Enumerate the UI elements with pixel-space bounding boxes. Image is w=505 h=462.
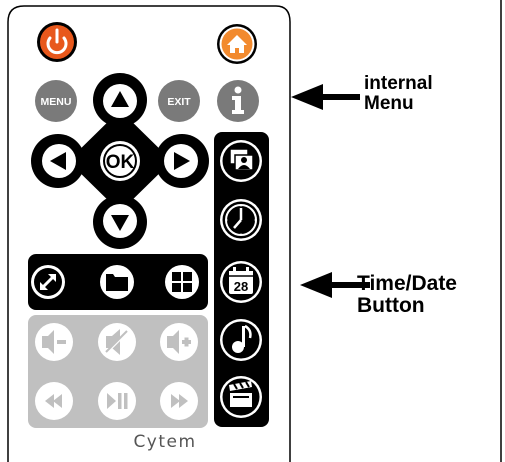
home-button[interactable]	[217, 24, 257, 64]
brand-logo-text: Cytem	[133, 432, 196, 452]
power-button[interactable]	[37, 22, 77, 62]
fast-forward-icon	[171, 394, 188, 408]
fullscreen-button[interactable]	[31, 265, 65, 299]
clapperboard-icon	[229, 381, 252, 407]
menu-annotation-arrow	[291, 84, 360, 110]
play-pause-icon	[107, 393, 128, 409]
info-button[interactable]	[217, 80, 259, 122]
power-icon	[46, 28, 68, 55]
ok-button[interactable]: OK	[100, 141, 140, 181]
calendar-day: 28	[234, 279, 248, 294]
time-date-annotation-line2: Button	[357, 294, 425, 318]
grid-button[interactable]	[165, 265, 199, 299]
time-date-annotation: Time/Date Button	[357, 272, 457, 318]
volume-up-button[interactable]	[160, 323, 198, 361]
clock-icon	[225, 204, 257, 236]
menu-button[interactable]: MENU	[35, 80, 77, 122]
info-icon	[232, 86, 244, 114]
right-button[interactable]	[164, 144, 198, 178]
play-pause-button[interactable]	[98, 382, 136, 420]
speaker-plus-icon	[167, 330, 191, 354]
menu-annotation-line1: internal	[364, 73, 433, 94]
menu-annotation: internal Menu	[364, 74, 433, 114]
menu-annotation-line2: Menu	[364, 92, 414, 114]
up-button[interactable]	[103, 84, 137, 118]
fast-forward-button[interactable]	[160, 382, 198, 420]
speaker-minus-icon	[42, 330, 66, 354]
triangle-down-icon	[111, 215, 129, 231]
down-button[interactable]	[103, 204, 137, 238]
triangle-up-icon	[111, 91, 129, 107]
triangle-left-icon	[50, 152, 66, 170]
ok-button-label: OK	[106, 152, 135, 173]
time-date-annotation-arrow	[300, 272, 370, 298]
video-button[interactable]	[220, 376, 262, 418]
photos-icon	[229, 148, 254, 171]
speaker-muted-icon	[103, 329, 130, 356]
time-date-annotation-line1: Time/Date	[357, 272, 457, 295]
clock-button[interactable]	[220, 199, 262, 241]
diagonal-arrows-icon	[34, 268, 62, 296]
home-icon	[227, 35, 247, 53]
menu-button-label: MENU	[41, 96, 72, 108]
music-button[interactable]	[220, 319, 262, 361]
rewind-icon	[45, 394, 62, 408]
triangle-right-icon	[174, 152, 190, 170]
grid-icon	[172, 272, 192, 292]
exit-button-label: EXIT	[167, 96, 191, 108]
volume-down-button[interactable]	[35, 323, 73, 361]
exit-button[interactable]: EXIT	[158, 80, 200, 122]
music-note-icon	[232, 324, 252, 353]
rewind-button[interactable]	[35, 382, 73, 420]
mute-button[interactable]	[98, 323, 136, 361]
photos-button[interactable]	[220, 140, 262, 182]
calendar-button[interactable]: 28	[220, 261, 262, 303]
calendar-icon	[229, 267, 253, 294]
folder-icon	[106, 274, 128, 291]
left-button[interactable]	[42, 144, 76, 178]
folder-button[interactable]	[100, 265, 134, 299]
